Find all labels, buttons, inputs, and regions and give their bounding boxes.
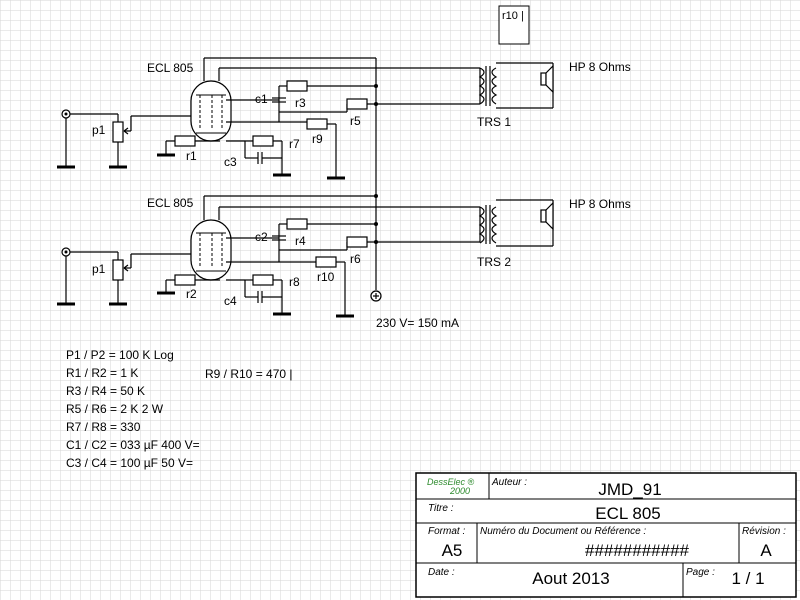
parts-list-item: R7 / R8 = 330 [66,420,141,434]
r9-label: r9 [312,132,323,146]
r3-label: r3 [295,96,306,110]
resistor-r9 [306,118,328,130]
title-caption: Titre : [428,503,454,514]
amplifier-stage-2: p1 ECL 805 r4 c2 r6 r10 [57,195,631,318]
pot-label-1: p1 [92,123,106,137]
tube-label-2: ECL 805 [147,196,194,210]
r7-label: r7 [289,137,300,151]
supply-rail: 230 V= 150 mA [370,58,459,330]
r1-label: r1 [186,149,197,163]
title-value: ECL 805 [595,504,661,523]
parts-list-item: C3 / C4 = 100 µF 50 V= [66,456,193,470]
logo-text: DessElec ® [427,477,475,487]
c3-label: c3 [224,155,237,169]
parts-list-item: P1 / P2 = 100 K Log [66,348,174,362]
parts-list-item: R5 / R6 = 2 K 2 W [66,402,164,416]
r4-label: r4 [295,234,306,248]
parts-list-item: R1 / R2 = 1 K [66,366,138,380]
resistor-r3 [286,80,308,92]
format-caption: Format : [428,526,465,537]
transformer-trs2 [478,206,485,244]
r5-label: r5 [350,114,361,128]
parts-list-extra: R9 / R10 = 470 | [205,367,293,381]
page-caption: Page : [686,567,715,578]
parts-list: P1 / P2 = 100 K Log R1 / R2 = 1 K R3 / R… [66,348,293,470]
transformer-trs1 [478,67,485,105]
parts-list-item: C1 / C2 = 033 µF 400 V= [66,438,200,452]
docnum-value: ########### [585,541,690,560]
resistor-r4 [286,218,308,230]
resistor-r8 [252,274,274,286]
docnum-caption: Numéro du Document ou Référence : [480,526,646,537]
revision-value: A [760,541,772,560]
supply-terminal-icon [370,290,382,302]
amplifier-stage-1: p1 ECL 805 r3 c1 r5 [57,57,631,180]
tube-ecl805-1 [190,80,232,142]
resistor-r6 [346,236,368,248]
supply-label: 230 V= 150 mA [376,316,459,330]
tube-label-1: ECL 805 [147,61,194,75]
resistor-r1 [174,135,196,147]
resistor-r10 [315,256,337,268]
potentiometer-p1 [112,121,124,143]
r10-label: r10 [317,270,335,284]
speaker-2-icon [540,209,547,223]
speaker-1-label: HP 8 Ohms [569,60,631,74]
resistor-r5 [346,98,368,110]
trs1-label: TRS 1 [477,115,511,129]
r8-label: r8 [289,275,300,289]
parts-list-item: R3 / R4 = 50 K [66,384,145,398]
c1-label: c1 [255,92,268,106]
pot-label-2: p1 [92,262,106,276]
author-caption: Auteur : [491,477,527,488]
resistor-r7 [252,135,274,147]
trs2-label: TRS 2 [477,255,511,269]
logo-subtext: 2000 [449,486,470,496]
author-value: JMD_91 [598,480,661,499]
r10-box-label: r10 | [502,10,524,22]
speaker-1-icon [540,72,547,86]
speaker-2-label: HP 8 Ohms [569,197,631,211]
date-caption: Date : [428,567,455,578]
c4-label: c4 [224,294,237,308]
resistor-r2 [174,274,196,286]
c2-label: c2 [255,230,268,244]
date-value: Aout 2013 [532,569,610,588]
revision-caption: Révision : [742,526,786,537]
title-block: DessElec ® 2000 Auteur : Titre : Format … [415,472,797,598]
r10-label-box: r10 | [498,5,530,45]
potentiometer-p2 [112,259,124,281]
r6-label: r6 [350,252,361,266]
format-value: A5 [442,541,463,560]
r2-label: r2 [186,287,197,301]
page-value: 1 / 1 [731,569,764,588]
